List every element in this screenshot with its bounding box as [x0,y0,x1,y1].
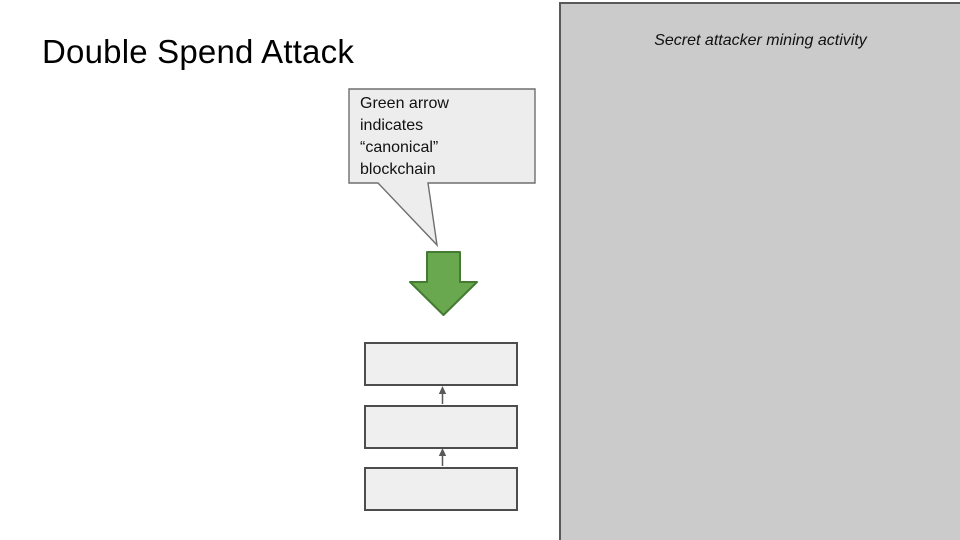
callout-line: “canonical” [360,139,439,156]
up-arrow-icon [438,448,447,466]
page-title: Double Spend Attack [42,33,355,70]
callout-line: indicates [360,117,424,134]
callout-line: blockchain [360,161,436,178]
blockchain-block-middle [364,405,518,449]
blockchain-block-top [364,342,518,386]
secret-mining-panel: Secret attacker mining activity [559,2,960,540]
callout-line: Green arrow [360,95,449,112]
blockchain-block-bottom [364,467,518,511]
secret-mining-panel-label: Secret attacker mining activity [654,32,867,49]
callout-bubble-shape [348,88,536,248]
callout-text: Green arrow indicates “canonical” blockc… [360,93,530,181]
up-arrow-icon [438,386,447,404]
